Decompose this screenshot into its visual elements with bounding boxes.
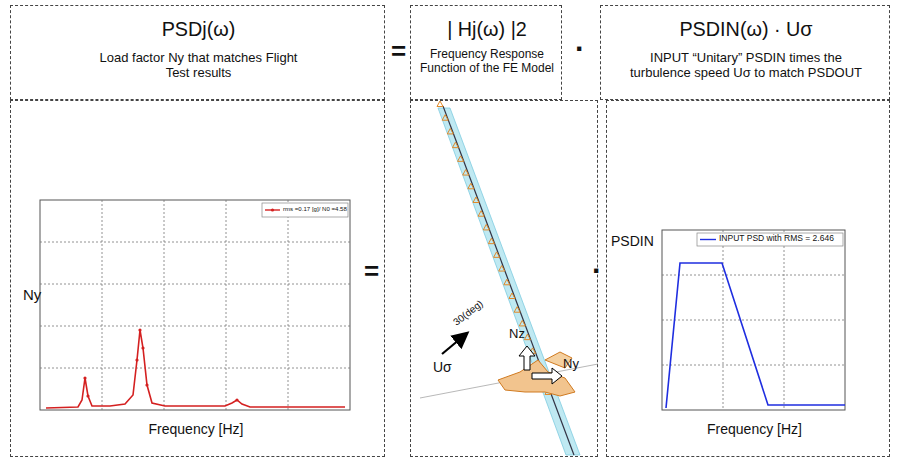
legend-entry: INPUT PSD with RMS = 2.646: [719, 234, 834, 244]
frf-heading: | Hj(ω) |2: [411, 18, 563, 41]
axis-label: PSDIN: [611, 233, 671, 249]
axis-label: Ny: [23, 286, 63, 303]
vector-label: Nz: [509, 327, 539, 342]
multiply-dot: ·: [575, 34, 585, 64]
multiply-dot: ·: [592, 256, 602, 286]
psd-output-heading: PSDj(ω): [11, 18, 386, 41]
dashed-panel: Uσ 30(deg) NzNy: [410, 100, 598, 457]
panel-description: Load factor Ny that matches Flight Test …: [91, 51, 306, 81]
angle-label: 30(deg): [451, 282, 505, 328]
input-psd-chart: [662, 230, 845, 410]
psd-input-heading: PSDIN(ω) · Uσ: [601, 18, 891, 41]
dashed-panel: PSDj(ω) Load factor Ny that matches Fligh…: [10, 5, 385, 100]
fe-model: [420, 101, 598, 455]
panel-description: Frequency Response Function of the FE Mo…: [419, 48, 555, 76]
equals-sign: =: [364, 258, 379, 284]
dashed-panel: | Hj(ω) |2 Frequency Response Function of…: [410, 5, 562, 100]
vector-label: Uσ: [433, 359, 473, 375]
vector-label: Ny: [563, 357, 593, 372]
ny-chart: [40, 200, 350, 410]
dashed-panel: PSDIN Frequency [Hz]: [606, 100, 890, 457]
dashed-panel: NyFrequency [Hz]: [10, 100, 385, 457]
equals-sign: =: [391, 38, 406, 64]
dashed-panel: PSDIN(ω) · Uσ INPUT “Unitary” PSDIN times…: [600, 5, 890, 100]
legend-entry: rms =0.17 [g]/ N0 =4.58: [283, 205, 347, 212]
panel-description: INPUT “Unitary” PSDIN times the turbulen…: [621, 51, 871, 81]
axis-label: Frequency [Hz]: [663, 421, 846, 437]
axis-label: Frequency [Hz]: [41, 421, 351, 437]
